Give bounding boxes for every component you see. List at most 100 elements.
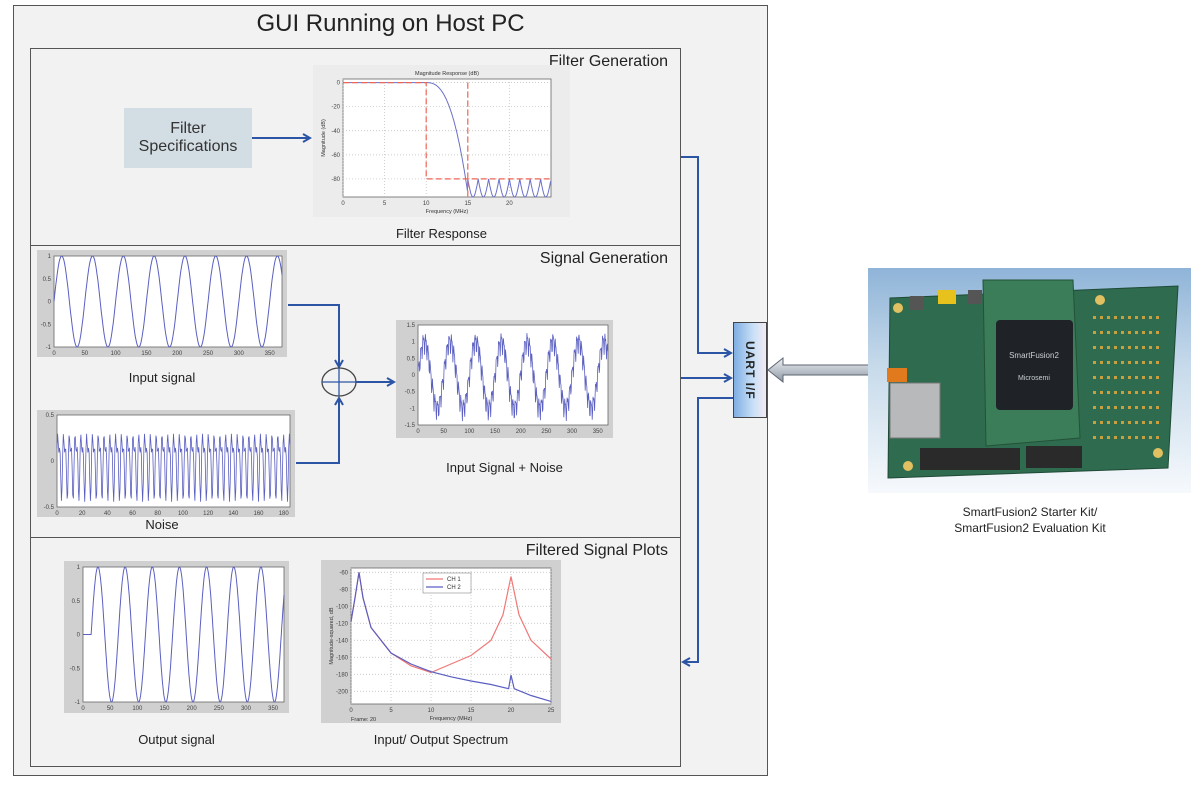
header-pin — [1135, 391, 1138, 394]
mount-hole — [1153, 448, 1163, 458]
header-pin — [1093, 376, 1096, 379]
header-pin — [1107, 406, 1110, 409]
y-tick-label: 1 — [412, 340, 416, 346]
x-tick-label: 350 — [265, 351, 276, 357]
header-connector-2 — [1026, 446, 1082, 468]
header-pin — [1121, 361, 1124, 364]
plot-area — [342, 78, 552, 198]
x-tick-label: 80 — [154, 511, 161, 517]
mount-hole — [893, 303, 903, 313]
filter-specifications-box: Filter Specifications — [124, 108, 252, 168]
kit-caption: SmartFusion2 Starter Kit/ SmartFusion2 E… — [890, 505, 1170, 536]
y-tick-label: 0.5 — [72, 599, 81, 605]
header-pin — [1128, 331, 1131, 334]
header-pin — [1114, 376, 1117, 379]
header-pin — [1107, 421, 1110, 424]
uart-interface-block: UART I/F — [733, 322, 767, 418]
header-pin — [1114, 391, 1117, 394]
header-pin — [1093, 421, 1096, 424]
header-pin — [1100, 361, 1103, 364]
filter-response-line — [343, 82, 552, 198]
header-pin — [1149, 331, 1152, 334]
header-pin — [1142, 391, 1145, 394]
x-axis-label: Frequency (MHz) — [426, 209, 469, 215]
y-tick-label: 1 — [77, 565, 81, 571]
header-pin — [1128, 316, 1131, 319]
spectrum-legend: CH 1CH 2 — [422, 572, 472, 594]
header-pin — [1135, 316, 1138, 319]
header-pin — [1128, 346, 1131, 349]
x-tick-label: 0 — [416, 429, 420, 435]
output-signal-caption: Output signal — [138, 732, 215, 747]
y-tick-label: 1 — [48, 254, 52, 260]
y-tick-label: -0.5 — [70, 666, 81, 672]
header-pin — [1156, 316, 1159, 319]
x-tick-label: 350 — [593, 429, 604, 435]
y-tick-label: -1 — [410, 406, 416, 412]
header-pin — [1142, 376, 1145, 379]
header-pin — [1149, 406, 1152, 409]
x-tick-label: 200 — [516, 429, 527, 435]
y-tick-label: 0.5 — [43, 277, 52, 283]
fpga-chip — [996, 320, 1073, 410]
header-pin — [1128, 421, 1131, 424]
ethernet-jack — [889, 382, 941, 439]
x-tick-label: 200 — [172, 351, 183, 357]
y-axis-label: Magnitude (dB) — [321, 119, 327, 157]
x-tick-label: 120 — [203, 511, 214, 517]
x-tick-label: 20 — [506, 201, 513, 207]
header-pin — [1100, 391, 1103, 394]
header-pin — [1100, 316, 1103, 319]
header-connector-1 — [920, 448, 1020, 470]
header-pin — [1128, 391, 1131, 394]
y-tick-label: -60 — [331, 153, 340, 159]
kit-caption-line-2: SmartFusion2 Evaluation Kit — [954, 520, 1106, 535]
header-pin — [1107, 376, 1110, 379]
header-pin — [1093, 406, 1096, 409]
spec-line-1: Filter — [170, 119, 206, 137]
header-pin — [1107, 316, 1110, 319]
x-tick-label: 350 — [268, 706, 279, 712]
section-title: Filter Generation — [548, 53, 668, 70]
header-pin — [1149, 436, 1152, 439]
header-pin — [1156, 421, 1159, 424]
input-to-sum-arrow — [288, 304, 339, 367]
x-tick-label: 15 — [468, 708, 475, 714]
header-pin — [1121, 316, 1124, 319]
filter-response-caption: Filter Response — [395, 226, 488, 241]
header-pin — [1107, 361, 1110, 364]
y-tick-label: -1 — [75, 700, 81, 706]
header-pin — [1093, 436, 1096, 439]
x-tick-label: 150 — [159, 706, 170, 712]
x-tick-label: 40 — [104, 511, 111, 517]
y-axis-label: Magnitude-squared, dB — [329, 607, 335, 665]
header-pin — [1121, 346, 1124, 349]
header-pin — [1100, 436, 1103, 439]
x-tick-label: 300 — [567, 429, 578, 435]
mount-hole — [1095, 295, 1105, 305]
header-pin — [1149, 346, 1152, 349]
header-pin — [1156, 376, 1159, 379]
plot-area — [53, 255, 283, 348]
x-tick-label: 300 — [241, 706, 252, 712]
x-tick-label: 0 — [52, 351, 56, 357]
noise-to-sum-arrow — [296, 398, 339, 464]
header-pin — [1114, 406, 1117, 409]
x-tick-label: 160 — [254, 511, 265, 517]
y-tick-label: -80 — [331, 177, 340, 183]
header-pin — [1114, 346, 1117, 349]
header-pin — [1135, 376, 1138, 379]
header-pin — [1156, 346, 1159, 349]
header-pin — [1107, 436, 1110, 439]
x-tick-label: 200 — [187, 706, 198, 712]
pin-field — [1093, 316, 1159, 439]
x-tick-label: 180 — [279, 511, 290, 517]
x-tick-label: 140 — [228, 511, 239, 517]
x-tick-label: 100 — [464, 429, 475, 435]
header-pin — [1142, 436, 1145, 439]
header-pin — [1135, 436, 1138, 439]
